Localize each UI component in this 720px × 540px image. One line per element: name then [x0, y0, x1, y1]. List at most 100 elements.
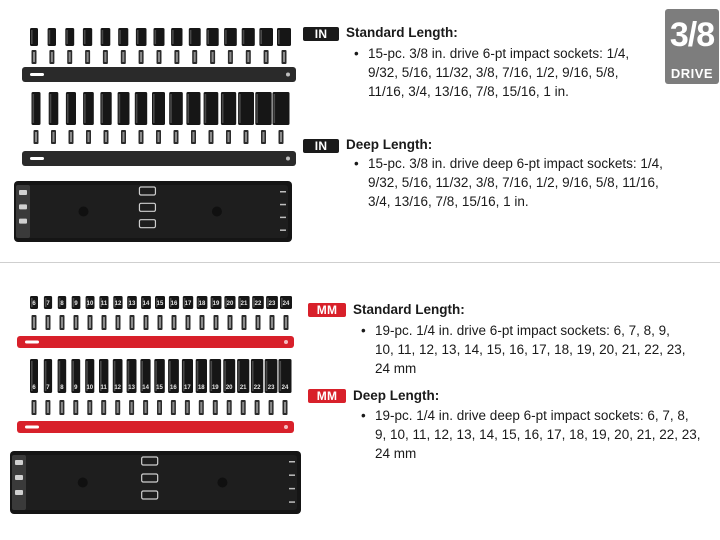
tray-tick [289, 487, 295, 490]
rail-clip-highlight [102, 402, 105, 413]
socket-highlight [114, 298, 116, 307]
socket-size-label: 21 [240, 385, 247, 391]
tray-dimple [77, 477, 88, 488]
socket-size-label: 15 [157, 301, 164, 307]
rail-bar [17, 421, 294, 433]
mm-deep-line-2: 9, 10, 11, 12, 13, 14, 15, 16, 17, 18, 1… [375, 427, 701, 442]
in-deep-line-3: 3/4, 13/16, 7/8, 15/16, 1 in. [368, 194, 529, 209]
socket-highlight [224, 361, 226, 391]
rail-clip-highlight [35, 132, 37, 142]
socket-size-label: 19 [213, 301, 220, 307]
socket-highlight [221, 94, 224, 123]
socket-size-label: 13 [128, 385, 135, 391]
socket-highlight [183, 298, 186, 307]
socket-highlight [141, 361, 143, 391]
socket-highlight [260, 30, 262, 44]
socket [195, 359, 207, 393]
tray-dimple [211, 206, 222, 217]
socket-highlight [127, 361, 130, 391]
in-badge-standard: IN [303, 27, 339, 41]
rail-clip-highlight [68, 52, 71, 62]
rail-clip-highlight [265, 52, 268, 62]
socket-highlight [44, 361, 47, 391]
socket-size-label: 18 [198, 385, 205, 391]
tray-left-clip [12, 455, 26, 510]
socket-size-label: 22 [255, 301, 262, 307]
rail-end-cap [284, 425, 288, 429]
rail-clip-highlight [227, 132, 230, 142]
socket [83, 92, 94, 125]
mm-deep-line-1: 19-pc. 1/4 in. drive deep 6-pt impact so… [375, 408, 689, 423]
tray-center-clip [141, 490, 159, 500]
in-standard-line-2: 9/32, 5/16, 11/32, 3/8, 7/16, 1/2, 9/16,… [368, 65, 619, 80]
rail-clip-highlight [257, 317, 259, 328]
rail-clip-highlight [105, 132, 107, 142]
socket-size-label: 20 [227, 301, 234, 307]
rail-clip-highlight [140, 52, 143, 62]
in-deep-line-1: 15-pc. 3/8 in. drive deep 6-pt impact so… [368, 156, 663, 171]
rail-clip-highlight [200, 402, 203, 413]
socket-size-label: 14 [143, 301, 150, 307]
in-standard-line-3: 11/16, 3/4, 13/16, 7/8, 15/16, 1 in. [368, 84, 569, 99]
socket-size-label: 10 [87, 301, 94, 307]
mm-deep-line-3: 24 mm [375, 446, 417, 461]
socket-size-label: 15 [156, 385, 163, 391]
rail-clip-highlight [104, 52, 107, 62]
rail-clip-highlight [187, 317, 189, 328]
socket-size-label: 6 [32, 301, 36, 307]
rail-clip-highlight [50, 52, 53, 62]
socket [168, 359, 179, 393]
socket-highlight [31, 30, 33, 44]
socket-highlight [182, 361, 185, 391]
socket [224, 28, 237, 46]
mm-standard-title: Standard Length: [353, 302, 465, 317]
rail-clip-highlight [61, 317, 63, 328]
socket [238, 296, 250, 309]
tray-tick [280, 229, 286, 231]
socket-size-label: 20 [226, 385, 233, 391]
mm-standard-description: • 19-pc. 1/4 in. drive 6-pt impact socke… [361, 321, 715, 378]
socket [264, 359, 278, 393]
socket [206, 28, 219, 46]
tray-center-clip [138, 219, 157, 229]
socket-size-label: 16 [171, 301, 178, 307]
socket [220, 92, 237, 125]
socket-size-label: 14 [142, 385, 149, 391]
in-deep-socket-rail [22, 92, 296, 166]
socket-highlight [135, 94, 138, 123]
in-standard-description: • 15-pc. 3/8 in. drive 6-pt impact socke… [354, 44, 668, 101]
socket-size-label: 7 [46, 385, 50, 391]
rail-clip-highlight [33, 52, 35, 62]
socket-highlight [207, 30, 209, 44]
rail-clip-highlight [131, 317, 133, 328]
socket-highlight [72, 361, 74, 391]
socket-highlight [225, 30, 227, 44]
socket-highlight [100, 361, 102, 391]
socket-highlight [154, 30, 157, 44]
rail-clip-highlight [186, 402, 189, 413]
rail-clip-highlight [140, 132, 142, 142]
rail-clip-highlight [46, 402, 49, 413]
socket [278, 359, 292, 393]
rail-clip-highlight [192, 132, 195, 142]
in-standard-title: Standard Length: [346, 25, 458, 40]
socket-size-label: 22 [254, 385, 261, 391]
rail-clip-highlight [88, 402, 91, 413]
tray-tick [280, 216, 286, 219]
socket-highlight [49, 94, 52, 123]
tray-tick [280, 191, 286, 193]
socket-highlight [196, 361, 199, 391]
socket-highlight [86, 298, 89, 307]
rail-clip-highlight [271, 317, 273, 328]
rail-clip-highlight [243, 317, 245, 328]
socket [266, 296, 278, 309]
rail-clip-highlight [87, 132, 90, 142]
socket-highlight [58, 298, 61, 307]
socket [203, 92, 219, 125]
socket-highlight [32, 94, 35, 123]
socket-highlight [256, 94, 258, 123]
rail-clip-highlight [122, 52, 125, 62]
socket-highlight [204, 94, 207, 123]
socket [186, 92, 201, 125]
socket [135, 28, 147, 46]
